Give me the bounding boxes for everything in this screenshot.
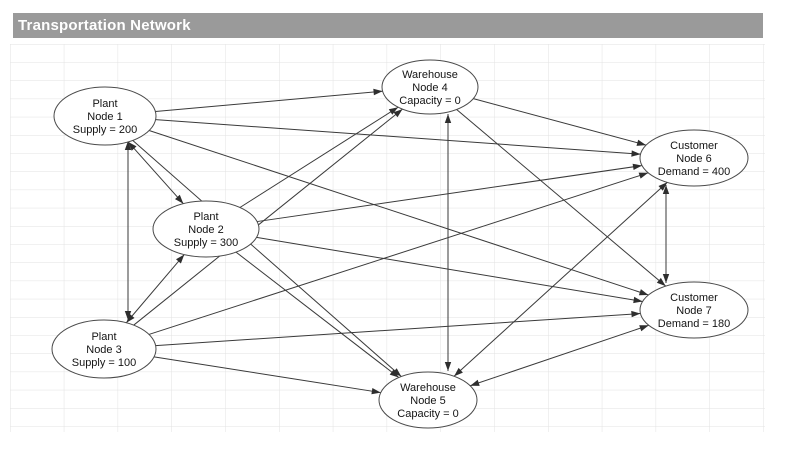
edge-n1-n3 [124,141,132,320]
edge-n5-n7 [470,324,649,387]
warehouse-node-5-shape [378,371,478,429]
arrowhead-icon [470,379,480,386]
edge-line [473,98,647,146]
plant-node-1-shape [53,86,157,146]
arrowhead-icon [388,107,399,115]
edge-n5-n6 [453,181,668,377]
arrowhead-icon [454,367,463,377]
edge-line [256,236,643,302]
edge-n3-n7 [155,310,641,347]
arrowhead-icon [631,310,641,318]
edge-n2-n4 [239,106,399,208]
edge-n1-n5 [132,139,402,377]
plant-node-2-shape [152,200,260,258]
edge-n3-n5 [153,356,381,395]
edge-line [133,108,403,326]
edge-line [148,130,649,296]
arrowhead-icon [636,139,647,146]
arrowhead-icon [638,172,649,179]
arrowhead-icon [656,277,666,287]
arrowhead-icon [371,388,381,395]
arrowhead-icon [662,185,670,194]
customer-node-6-shape [639,129,749,187]
arrowhead-icon [389,369,399,378]
edge-n1-n2 [127,141,184,205]
edge-n2-n6 [257,163,643,223]
edge-line [155,90,383,113]
edge-line [125,254,185,324]
arrowhead-icon [176,254,185,264]
edge-line [453,181,668,377]
edge-line [155,119,641,155]
plant-node-3-shape [51,319,157,379]
diagram-title-bar: Transportation Network [13,13,763,38]
edge-line [127,141,184,205]
edge-line [132,139,402,377]
edge-line [153,356,381,394]
arrowhead-icon [392,368,402,377]
edge-n3-n6 [148,172,649,335]
page-title: Transportation Network [18,17,191,34]
customer-node-7-shape [639,281,749,339]
edge-line [155,313,641,347]
arrowhead-icon [444,114,452,123]
arrowhead-icon [175,194,184,204]
edges-layer [124,88,670,395]
edge-n1-n6 [155,119,641,157]
edge-n2-n3 [125,254,185,324]
edge-n2-n7 [256,236,643,304]
arrowhead-icon [126,313,135,323]
arrowhead-icon [444,362,452,371]
arrowhead-icon [639,325,649,332]
edge-line [235,251,400,378]
arrowhead-icon [658,182,668,191]
edge-n2-n5 [235,251,400,378]
edge-line [257,165,643,223]
arrowhead-icon [631,150,641,157]
arrowhead-icon [633,296,643,304]
edge-n1-n4 [155,88,383,113]
arrowhead-icon [632,163,642,170]
edge-line [470,324,649,387]
arrowhead-icon [638,289,649,296]
edge-n1-n7 [148,130,649,296]
arrowhead-icon [124,311,132,320]
edge-line [148,172,649,335]
arrowhead-icon [373,88,383,96]
warehouse-node-4-shape [381,59,479,115]
edge-line [239,106,399,208]
edge-n6-n7 [662,185,670,283]
arrowhead-icon [124,141,132,150]
arrowhead-icon [128,141,137,151]
edge-line [456,109,667,287]
arrowhead-icon [662,274,670,283]
edge-n3-n4 [133,108,403,326]
edge-n4-n5 [444,114,452,371]
edge-n4-n7 [456,109,667,287]
edge-n4-n6 [473,98,647,146]
arrowhead-icon [393,109,403,118]
